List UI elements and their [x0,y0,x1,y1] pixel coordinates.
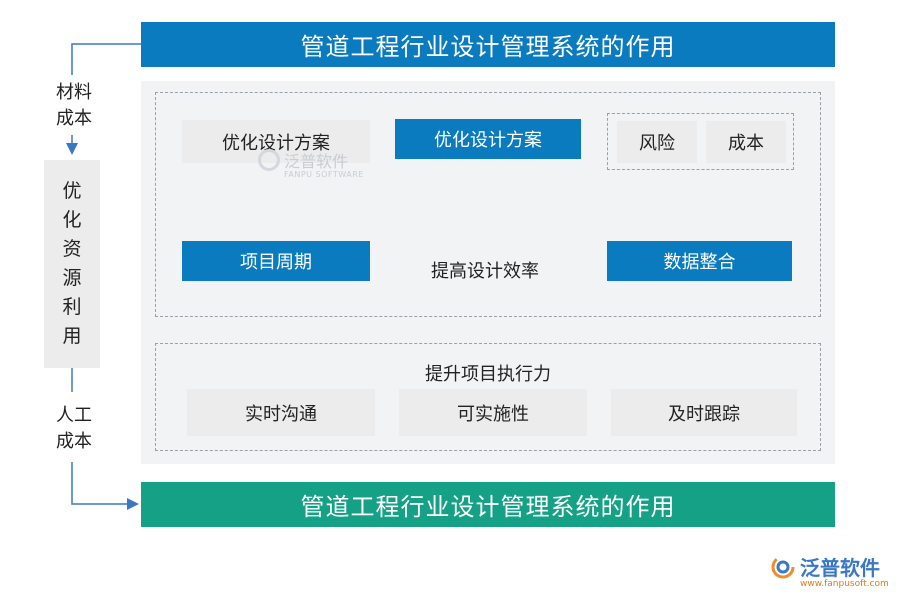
risk-box: 风险 [617,121,697,163]
feasibility-text: 可实施性 [457,403,529,425]
material-cost-label: 材料 成本 [48,80,100,132]
data-integration-box: 数据整合 [607,241,792,281]
cost-text: 成本 [728,133,764,154]
cost-box: 成本 [706,121,786,163]
optimize-plan-grey-text: 优化设计方案 [222,132,330,154]
realtime-communication-box: 实时沟通 [187,389,375,436]
brand-logo: 泛普软件 www.fanpusoft.com [770,552,895,589]
brand-name: 泛普软件 [800,556,880,580]
project-cycle-box: 项目周期 [182,241,370,281]
left-top-connector [71,43,141,75]
left-bottom-connector [71,462,139,510]
upper-section [155,92,821,317]
optimize-plan-blue-box: 优化设计方案 [395,119,581,159]
watermark-logo-icon [258,149,280,171]
vertical-char: 源 [62,267,82,289]
labor-cost-line1: 人工 [56,405,92,426]
watermark-sub: FANPU SOFTWARE [284,170,364,179]
material-cost-line2: 成本 [56,108,92,129]
labor-cost-line2: 成本 [56,431,92,452]
execution-heading: 提升项目执行力 [155,360,821,386]
improve-efficiency-text: 提高设计效率 [431,261,539,282]
brand-url: www.fanpusoft.com [800,579,889,589]
realtime-communication-text: 实时沟通 [245,403,317,425]
vertical-char: 化 [62,209,82,231]
improve-efficiency-label: 提高设计效率 [415,257,555,283]
timely-tracking-box: 及时跟踪 [611,389,797,436]
lower-section [155,343,821,451]
title-bottom-text: 管道工程行业设计管理系统的作用 [300,493,676,521]
labor-cost-label: 人工 成本 [48,403,100,455]
brand-logo-icon [771,555,795,578]
optimize-plan-blue-text: 优化设计方案 [434,130,542,151]
vertical-char: 利 [62,296,82,318]
material-cost-line1: 材料 [56,82,92,103]
watermark: 泛普软件 FANPU SOFTWARE [258,148,388,179]
execution-heading-text: 提升项目执行力 [425,364,551,385]
vertical-char: 资 [62,238,82,260]
timely-tracking-text: 及时跟踪 [668,403,740,425]
vertical-char: 优 [62,180,82,202]
watermark-name: 泛普软件 [284,152,349,171]
project-cycle-text: 项目周期 [240,252,312,273]
feasibility-box: 可实施性 [399,389,587,436]
title-banner-bottom: 管道工程行业设计管理系统的作用 [141,482,835,527]
optimize-plan-grey-box: 优化设计方案 [182,120,370,163]
vertical-char: 用 [62,325,82,347]
risk-text: 风险 [639,133,675,154]
data-integration-text: 数据整合 [663,252,736,273]
title-top-text: 管道工程行业设计管理系统的作用 [300,33,676,61]
risk-cost-group [607,113,794,170]
optimize-resource-box: 优 化 资 源 利 用 [44,160,100,368]
title-banner-top: 管道工程行业设计管理系统的作用 [141,22,835,67]
